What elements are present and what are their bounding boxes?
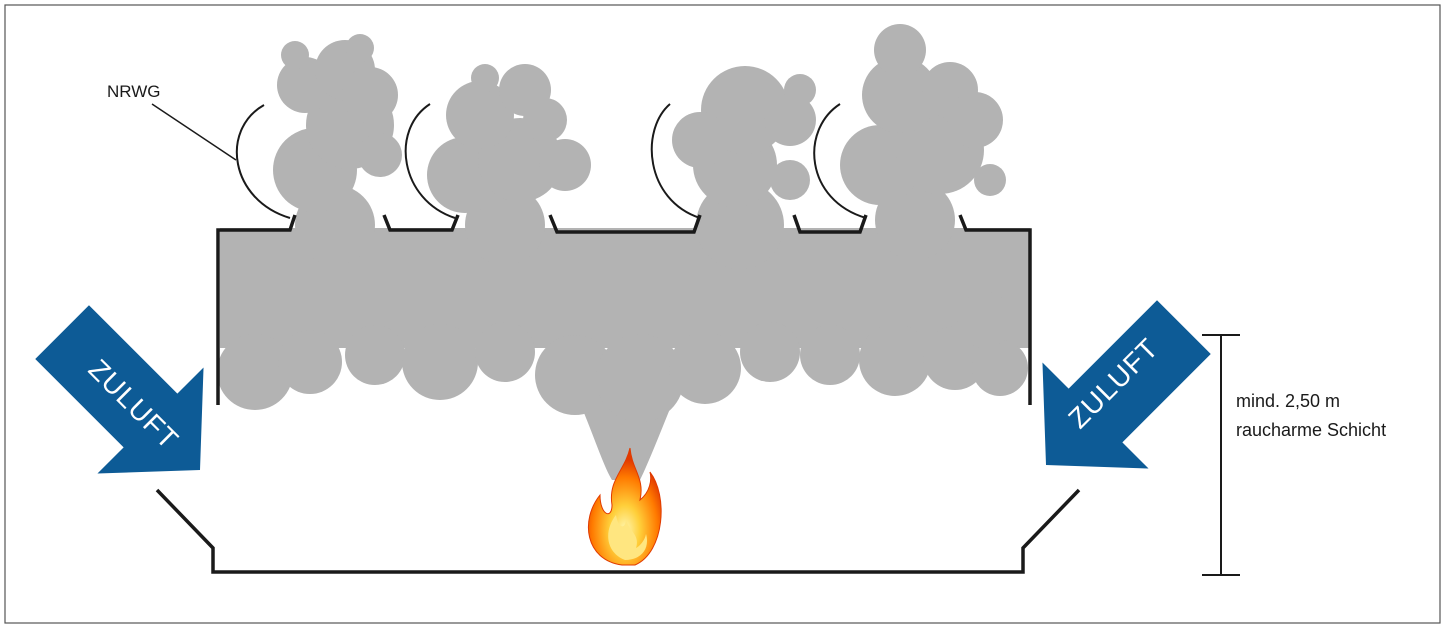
height-dimension: [1202, 334, 1240, 576]
dimension-label-layer: raucharme Schicht: [1236, 420, 1386, 440]
arrow-down-left-icon: [1042, 300, 1211, 469]
vent-flap-icon: [650, 103, 701, 219]
vent-flap-icon: [404, 103, 456, 219]
nrwg-label: NRWG: [107, 82, 161, 101]
roof-segment-1: [382, 214, 460, 232]
zuluft-arrow-right: [1042, 300, 1211, 469]
nrwg-leader-line: [151, 103, 237, 161]
vent-flap-icon: [813, 103, 867, 219]
floor-outline: [155, 488, 1081, 574]
right-wall: [958, 214, 1032, 405]
fire-icon: [587, 447, 662, 566]
roof-segment-3: [792, 214, 868, 234]
left-wall: [216, 214, 297, 405]
roof-segment-2: [548, 214, 702, 234]
smoke-cloud-icon: [217, 24, 1030, 480]
arrow-down-right-icon: [35, 305, 204, 474]
vent-flap-icon: [235, 104, 291, 219]
dimension-label-height: mind. 2,50 m: [1236, 391, 1340, 411]
diagram-border: [4, 4, 1441, 624]
